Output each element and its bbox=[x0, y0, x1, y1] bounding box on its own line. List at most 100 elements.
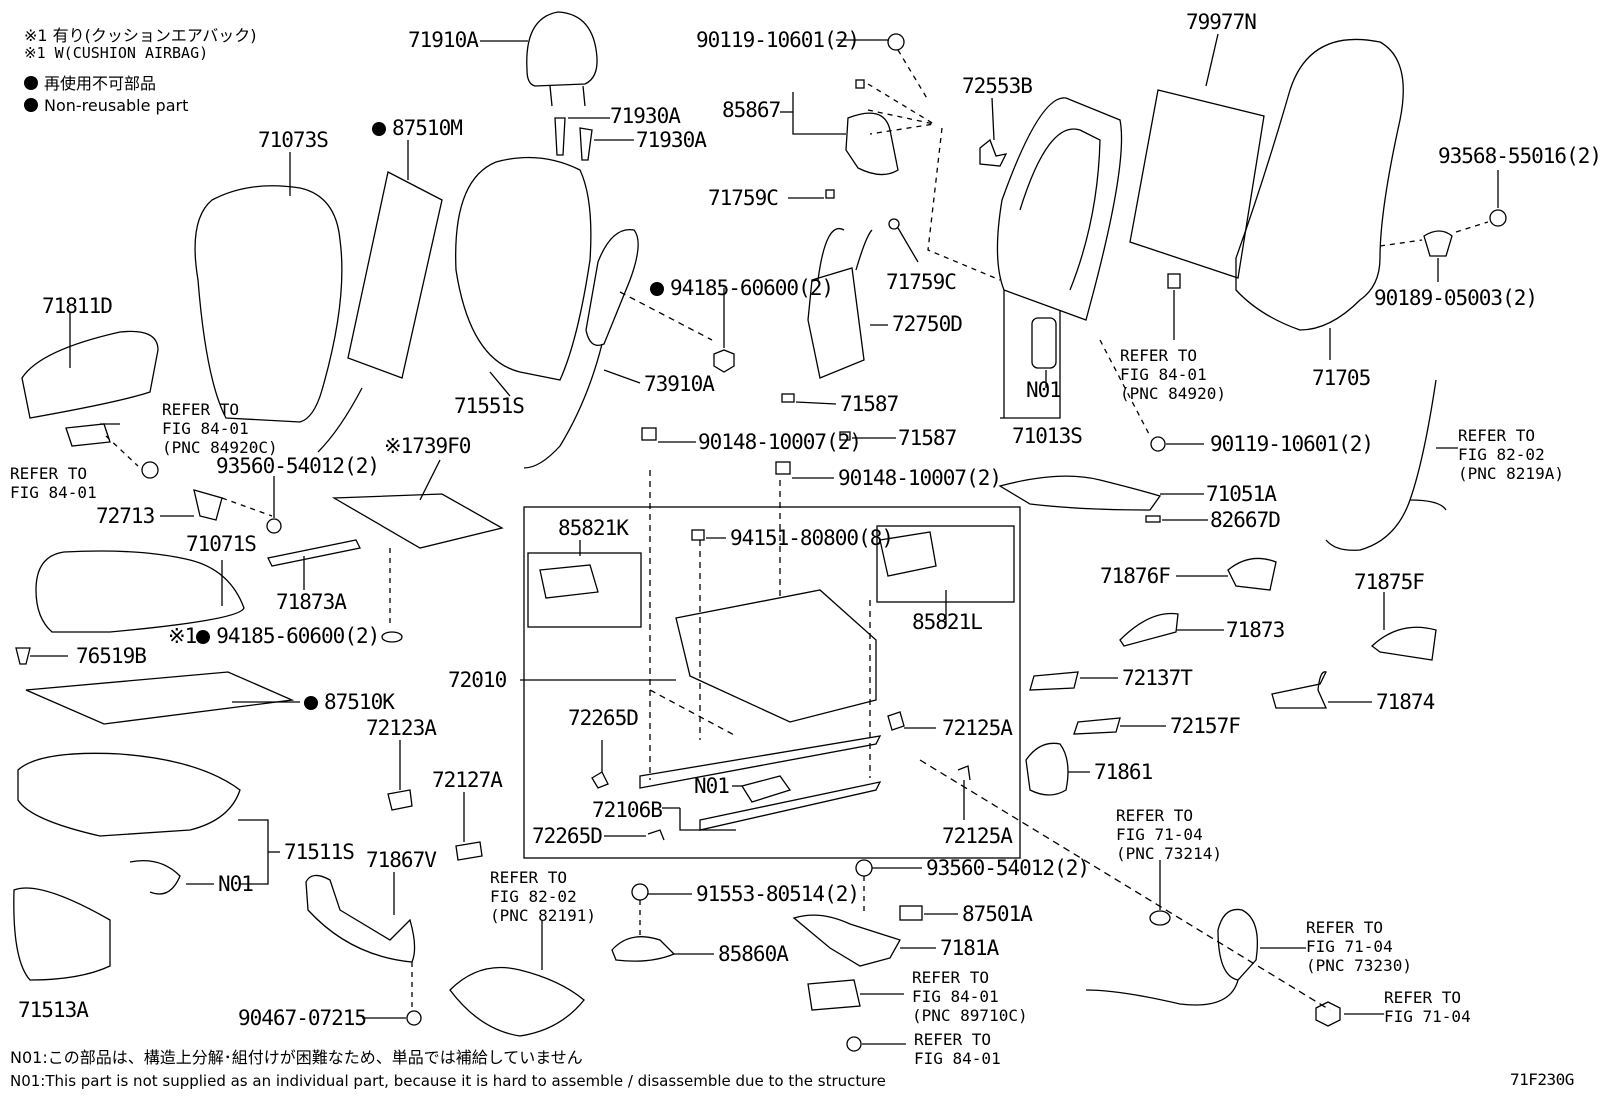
ref-8219A[interactable]: REFER TO FIG 82-02 (PNC 8219A) bbox=[1458, 426, 1564, 483]
label-87510M[interactable]: 87510M bbox=[372, 118, 463, 139]
ref-line: (PNC 84920) bbox=[1120, 384, 1226, 403]
ref-73230[interactable]: REFER TO FIG 71-04 (PNC 73230) bbox=[1306, 918, 1412, 975]
ref-line: (PNC 8219A) bbox=[1458, 464, 1564, 483]
label-90148-10007-b[interactable]: 90148-10007(2) bbox=[838, 466, 1002, 490]
bracket-7181A-shape bbox=[792, 914, 901, 967]
label-90119-10601-top[interactable]: 90119-10601(2) bbox=[696, 28, 860, 52]
cushion-71861-shape bbox=[1025, 742, 1069, 796]
label-1739F0[interactable]: ※1739F0 bbox=[384, 434, 471, 458]
bolt-91553-shape bbox=[631, 883, 649, 901]
ref-89710C[interactable]: REFER TO FIG 84-01 (PNC 89710C) bbox=[912, 968, 1028, 1025]
label-71874[interactable]: 71874 bbox=[1376, 690, 1435, 714]
label-72713[interactable]: 72713 bbox=[96, 504, 155, 528]
label-85860A[interactable]: 85860A bbox=[718, 942, 789, 966]
label-71930A-1[interactable]: 71930A bbox=[610, 104, 681, 128]
ref-73214[interactable]: REFER TO FIG 71-04 (PNC 73214) bbox=[1116, 806, 1222, 863]
label-85867[interactable]: 85867 bbox=[722, 98, 781, 122]
ref-line: FIG 84-01 bbox=[1120, 365, 1207, 384]
headrest-guide-shapes bbox=[554, 117, 593, 161]
label-71930A-2[interactable]: 71930A bbox=[636, 128, 707, 152]
label-71873[interactable]: 71873 bbox=[1226, 618, 1285, 642]
label-72553B[interactable]: 72553B bbox=[962, 74, 1033, 98]
nonreuse-dot-icon bbox=[24, 76, 38, 90]
label-85821L[interactable]: 85821L bbox=[912, 610, 983, 634]
label-93560-54012-a[interactable]: 93560-54012(2) bbox=[216, 454, 380, 478]
label-76519B[interactable]: 76519B bbox=[76, 644, 147, 668]
label-71511S[interactable]: 71511S bbox=[284, 840, 355, 864]
label-72265D-2[interactable]: 72265D bbox=[532, 824, 603, 848]
label-72137T[interactable]: 72137T bbox=[1122, 666, 1193, 690]
bracket-71873A-shape bbox=[267, 539, 361, 567]
label-71867V[interactable]: 71867V bbox=[366, 848, 437, 872]
bolt-93560-b-shape bbox=[855, 859, 873, 877]
nut-7104-shape bbox=[1315, 1001, 1341, 1027]
label-71759C-2[interactable]: 71759C bbox=[886, 270, 957, 294]
label-90148-10007-a[interactable]: 90148-10007(2) bbox=[698, 430, 862, 454]
cushion-front-71513A-shape bbox=[13, 887, 111, 981]
harness-8219A-shape bbox=[1325, 379, 1437, 551]
nonreuse-dot-icon bbox=[24, 98, 38, 112]
ref-84920C[interactable]: REFER TO FIG 84-01 (PNC 84920C) bbox=[162, 400, 278, 457]
ref-84-01-bottom[interactable]: REFER TO FIG 84-01 bbox=[914, 1030, 1001, 1068]
legend-nonreuse-en: Non-reusable part bbox=[24, 96, 188, 115]
label-72750D[interactable]: 72750D bbox=[892, 312, 963, 336]
ref-84920[interactable]: REFER TO FIG 84-01 (PNC 84920) bbox=[1120, 346, 1226, 403]
label-93568-55016[interactable]: 93568-55016(2) bbox=[1438, 144, 1601, 168]
label-71875F[interactable]: 71875F bbox=[1354, 570, 1425, 594]
label-71876F[interactable]: 71876F bbox=[1100, 564, 1171, 588]
label-94151-80800[interactable]: 94151-80800(8) bbox=[730, 526, 894, 550]
legend-nonreuse-ja: 再使用不可部品 bbox=[24, 70, 156, 94]
clip-72123A-shape bbox=[387, 789, 413, 811]
label-72010[interactable]: 72010 bbox=[448, 668, 507, 692]
seat-back-frame-shape bbox=[996, 97, 1123, 321]
label-94185-60600-a[interactable]: 94185-60600(2) bbox=[650, 276, 834, 300]
label-71013S[interactable]: 71013S bbox=[1012, 424, 1083, 448]
label-94185-60600-a-text: 94185-60600(2) bbox=[670, 276, 834, 300]
label-85821K[interactable]: 85821K bbox=[558, 516, 629, 540]
label-71861[interactable]: 71861 bbox=[1094, 760, 1153, 784]
label-71051A[interactable]: 71051A bbox=[1206, 482, 1277, 506]
label-90189-05003[interactable]: 90189-05003(2) bbox=[1374, 286, 1538, 310]
back-panel-71705-shape bbox=[1235, 38, 1404, 331]
label-72125A-2[interactable]: 72125A bbox=[942, 824, 1013, 848]
label-N01-a[interactable]: N01 bbox=[1026, 378, 1062, 402]
ref-82191[interactable]: REFER TO FIG 82-02 (PNC 82191) bbox=[490, 868, 596, 925]
ref-84-01-left[interactable]: REFER TO FIG 84-01 bbox=[10, 464, 97, 502]
cushion-pad-71511S-shape bbox=[17, 752, 241, 837]
label-71587-2[interactable]: 71587 bbox=[898, 426, 957, 450]
label-72127A[interactable]: 72127A bbox=[432, 768, 503, 792]
label-72125A-1[interactable]: 72125A bbox=[942, 716, 1013, 740]
label-72265D-1[interactable]: 72265D bbox=[568, 706, 639, 730]
label-71071S[interactable]: 71071S bbox=[186, 532, 257, 556]
label-91553-80514[interactable]: 91553-80514(2) bbox=[696, 882, 860, 906]
ref-71-04[interactable]: REFER TO FIG 71-04 bbox=[1384, 988, 1471, 1026]
label-N01-c[interactable]: N01 bbox=[694, 774, 730, 798]
label-71513A[interactable]: 71513A bbox=[18, 998, 89, 1022]
ref-line: REFER TO bbox=[1458, 426, 1536, 445]
label-71910A[interactable]: 71910A bbox=[408, 28, 479, 52]
clip-72125A-a-shape bbox=[887, 711, 905, 731]
label-71759C-1[interactable]: 71759C bbox=[708, 186, 779, 210]
label-93560-54012-b[interactable]: 93560-54012(2) bbox=[926, 856, 1090, 880]
label-71073S[interactable]: 71073S bbox=[258, 128, 329, 152]
label-90119-10601-b[interactable]: 90119-10601(2) bbox=[1210, 432, 1374, 456]
label-71873A[interactable]: 71873A bbox=[276, 590, 347, 614]
bracket-71874-shape bbox=[1271, 671, 1328, 709]
label-N01-b[interactable]: N01 bbox=[218, 872, 254, 896]
label-71551S[interactable]: 71551S bbox=[454, 394, 525, 418]
label-90467-07215[interactable]: 90467-07215 bbox=[238, 1006, 367, 1030]
label-87501A[interactable]: 87501A bbox=[962, 902, 1033, 926]
label-71705[interactable]: 71705 bbox=[1312, 366, 1371, 390]
label-87510K[interactable]: 87510K bbox=[304, 692, 395, 713]
label-73910A[interactable]: 73910A bbox=[644, 372, 715, 396]
label-72106B[interactable]: 72106B bbox=[592, 798, 663, 822]
label-7181A[interactable]: 7181A bbox=[940, 936, 999, 960]
label-82667D[interactable]: 82667D bbox=[1210, 508, 1281, 532]
nonreuse-dot-icon bbox=[196, 630, 211, 644]
label-72157F[interactable]: 72157F bbox=[1170, 714, 1241, 738]
label-79977N[interactable]: 79977N bbox=[1186, 10, 1257, 34]
label-72123A[interactable]: 72123A bbox=[366, 716, 437, 740]
label-71811D[interactable]: 71811D bbox=[42, 294, 113, 318]
label-71587-1[interactable]: 71587 bbox=[840, 392, 899, 416]
